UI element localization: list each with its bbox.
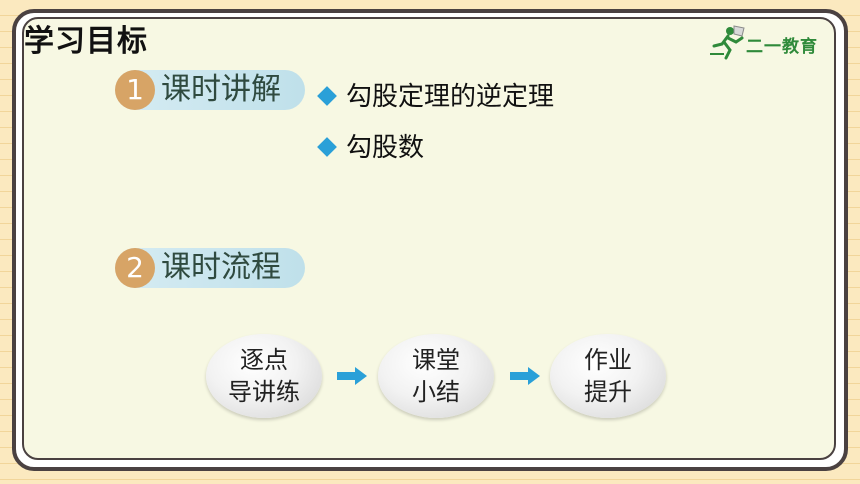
section-1-label: 课时讲解 <box>161 72 281 107</box>
section-1-number-badge: 1 <box>115 70 155 110</box>
flow-step-1: 逐点 导讲练 <box>206 334 322 418</box>
bullet-item-2: 勾股数 <box>317 131 425 165</box>
brand-logo: 二一教育 <box>708 24 826 60</box>
section-2-label: 课时流程 <box>161 250 281 285</box>
flow-step-3: 作业 提升 <box>550 334 666 418</box>
arrow-right-icon <box>510 367 540 385</box>
bullet-item-1: 勾股定理的逆定理 <box>317 80 555 114</box>
bullet-text-1: 勾股定理的逆定理 <box>346 82 555 112</box>
section-2-number-badge: 2 <box>115 248 155 288</box>
flow-step-2: 课堂 小结 <box>378 334 494 418</box>
section-2-pill: 2 课时流程 <box>115 248 305 288</box>
logo-text: 二一教育 <box>746 37 818 57</box>
bullet-text-2: 勾股数 <box>346 133 425 163</box>
arrow-right-icon <box>337 367 367 385</box>
flow-step-1-line2: 导讲练 <box>228 378 300 406</box>
diamond-bullet-icon <box>317 136 337 157</box>
section-1-pill: 1 课时讲解 <box>115 70 305 110</box>
flow-step-2-line2: 小结 <box>412 378 460 406</box>
running-figure-icon <box>710 25 745 60</box>
flow-step-1-line1: 逐点 <box>240 346 288 374</box>
flow-step-3-line1: 作业 <box>584 346 632 374</box>
flow-step-2-line1: 课堂 <box>412 346 460 374</box>
flow-step-3-line2: 提升 <box>584 378 632 406</box>
diamond-bullet-icon <box>317 85 337 106</box>
page-title: 学习目标 <box>24 24 148 59</box>
